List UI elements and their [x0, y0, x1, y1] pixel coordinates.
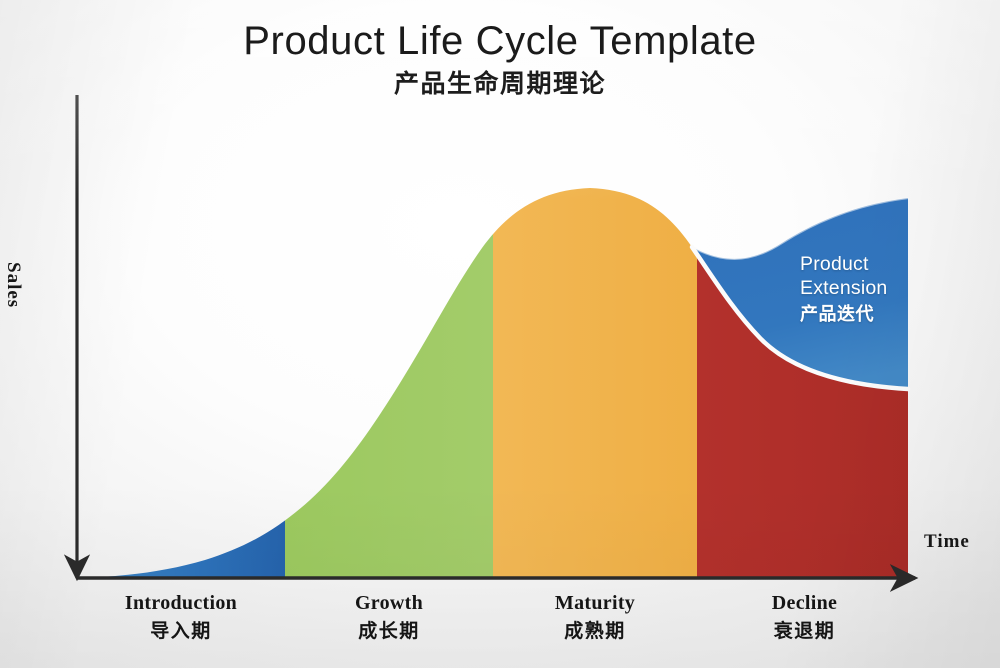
- stage-label-en-growth: Growth: [354, 592, 424, 614]
- page-subtitle: 产品生命周期理论: [393, 69, 606, 98]
- stage-caption-growth: Growth 成长期: [285, 592, 493, 643]
- extension-curve-edge: [690, 196, 910, 260]
- decline-curve-edge: [689, 244, 911, 392]
- stage-label-zh-growth: 成长期: [358, 620, 420, 642]
- product-extension-annotation: Product Extension 产品迭代: [800, 253, 920, 325]
- band-maturity: [493, 188, 697, 578]
- product-extension-line1: Product: [800, 253, 869, 275]
- axes: [63, 95, 919, 592]
- title-block: Product Life Cycle Template 产品生命周期理论: [0, 18, 1000, 99]
- stage-label-en-decline: Decline: [771, 592, 838, 614]
- stage-caption-maturity: Maturity 成熟期: [493, 592, 697, 643]
- life-cycle-bands: [77, 188, 908, 578]
- stage-label-zh-maturity: 成熟期: [564, 620, 626, 642]
- y-axis-label: Sales: [3, 262, 24, 309]
- band-growth: [285, 188, 493, 578]
- stage-label-zh-introduction: 导入期: [150, 620, 212, 642]
- stage-label-en-maturity: Maturity: [554, 592, 636, 614]
- product-extension-line2: Extension: [800, 276, 888, 299]
- stage-label-en-introduction: Introduction: [124, 592, 238, 614]
- band-introduction: [77, 188, 285, 578]
- x-axis-label: Time: [924, 531, 970, 552]
- page-title: Product Life Cycle Template: [243, 19, 757, 63]
- product-extension-zh: 产品迭代: [800, 303, 874, 325]
- stage-label-zh-decline: 衰退期: [773, 620, 836, 642]
- stage-caption-introduction: Introduction 导入期: [77, 592, 285, 643]
- stage-caption-decline: Decline 衰退期: [697, 592, 912, 643]
